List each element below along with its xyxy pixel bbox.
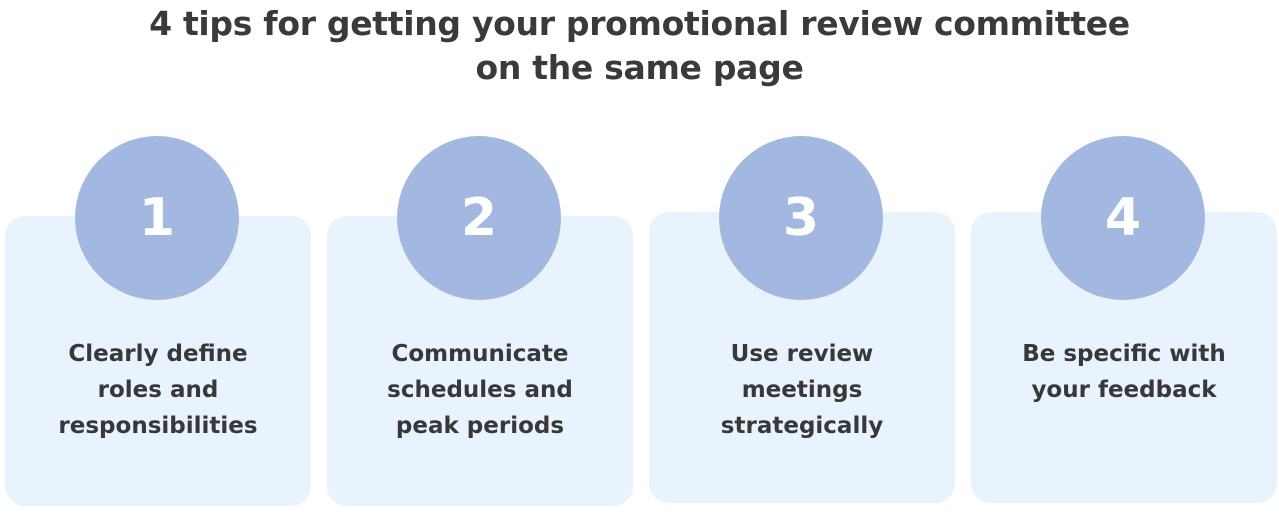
tip-label-line: roles and — [97, 377, 219, 403]
tip-number: 3 — [782, 188, 820, 248]
tip-label-line: Be specific with — [1022, 341, 1226, 367]
title-line-1: 4 tips for getting your promotional revi… — [149, 4, 1130, 43]
page-title: 4 tips for getting your promotional revi… — [0, 2, 1279, 90]
tip-label-line: schedules and — [387, 377, 573, 403]
tip-number: 2 — [460, 188, 498, 248]
tip-number: 1 — [138, 188, 176, 248]
tip-number-badge-4: 4 — [1041, 136, 1205, 300]
tip-label-line: Clearly define — [68, 341, 248, 367]
tip-number-badge-3: 3 — [719, 136, 883, 300]
tip-label-line: Communicate — [391, 341, 569, 367]
tip-label-3: Use review meetings strategically — [649, 336, 955, 444]
tip-number-badge-1: 1 — [75, 136, 239, 300]
title-line-2: on the same page — [475, 48, 804, 87]
tip-label-line: your feedback — [1031, 377, 1217, 403]
tip-label-line: peak periods — [395, 413, 565, 439]
tip-label-line: meetings — [741, 377, 863, 403]
tip-label-line: Use review — [730, 341, 874, 367]
tip-label-1: Clearly define roles and responsibilitie… — [5, 336, 311, 444]
tip-label-4: Be specific with your feedback — [971, 336, 1277, 408]
tip-label-line: strategically — [720, 413, 884, 439]
tip-label-line: responsibilities — [58, 413, 258, 439]
tip-number-badge-2: 2 — [397, 136, 561, 300]
tip-label-2: Communicate schedules and peak periods — [327, 336, 633, 444]
tip-number: 4 — [1104, 188, 1142, 248]
